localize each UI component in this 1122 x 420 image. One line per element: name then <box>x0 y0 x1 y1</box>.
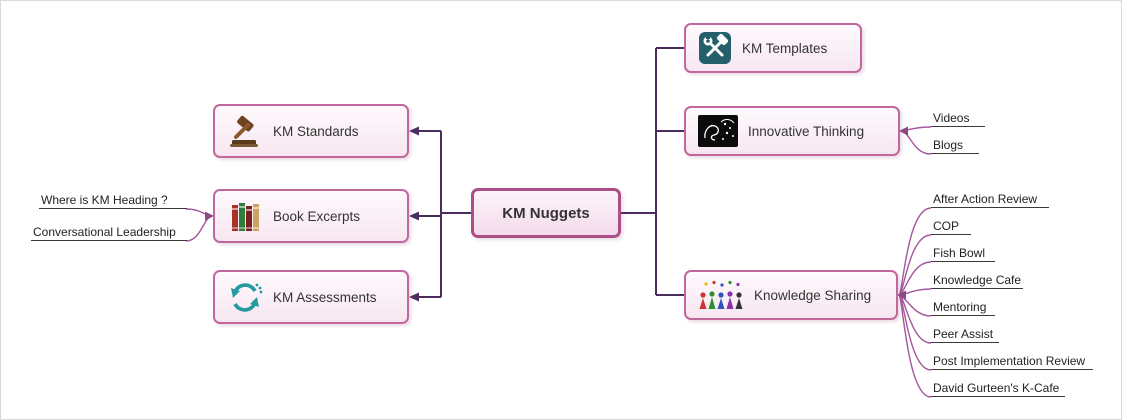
leaf-after-action-review[interactable]: After Action Review <box>931 190 1049 208</box>
node-label: KM Standards <box>273 123 359 139</box>
node-km-standards[interactable]: KM Standards <box>213 104 409 158</box>
node-label: Knowledge Sharing <box>754 287 872 303</box>
books-icon <box>227 198 263 234</box>
center-node-label: KM Nuggets <box>502 204 590 222</box>
node-km-nuggets[interactable]: KM Nuggets <box>471 188 621 238</box>
doodle-icon <box>698 115 738 147</box>
node-innovative-thinking[interactable]: Innovative Thinking <box>684 106 900 156</box>
node-book-excerpts[interactable]: Book Excerpts <box>213 189 409 243</box>
leaf-peer-assist[interactable]: Peer Assist <box>931 325 999 343</box>
gavel-icon <box>227 113 263 149</box>
leaf-knowledge-cafe[interactable]: Knowledge Cafe <box>931 273 1023 289</box>
leaf-david-gurteens-k-cafe[interactable]: David Gurteen's K-Cafe <box>931 379 1065 397</box>
leaf-videos[interactable]: Videos <box>931 109 985 127</box>
leaf-mentoring[interactable]: Mentoring <box>931 298 995 316</box>
node-label: KM Assessments <box>273 289 377 305</box>
leaf-post-implementation-review[interactable]: Post Implementation Review <box>931 352 1093 370</box>
leaf-where-is-km-heading[interactable]: Where is KM Heading ? <box>39 191 187 209</box>
node-label: Book Excerpts <box>273 208 361 224</box>
node-label: Innovative Thinking <box>748 123 865 139</box>
node-km-assessments[interactable]: KM Assessments <box>213 270 409 324</box>
leaf-blogs[interactable]: Blogs <box>931 136 979 154</box>
leaf-fish-bowl[interactable]: Fish Bowl <box>931 244 995 262</box>
leaf-conversational-leadership[interactable]: Conversational Leadership <box>31 223 187 241</box>
people-icon <box>698 280 744 310</box>
node-km-templates[interactable]: KM Templates <box>684 23 862 73</box>
circular-arrows-icon <box>227 279 263 315</box>
node-knowledge-sharing[interactable]: Knowledge Sharing <box>684 270 898 320</box>
node-label: KM Templates <box>742 40 828 56</box>
tools-icon <box>698 31 732 65</box>
leaf-cop[interactable]: COP <box>931 217 971 235</box>
